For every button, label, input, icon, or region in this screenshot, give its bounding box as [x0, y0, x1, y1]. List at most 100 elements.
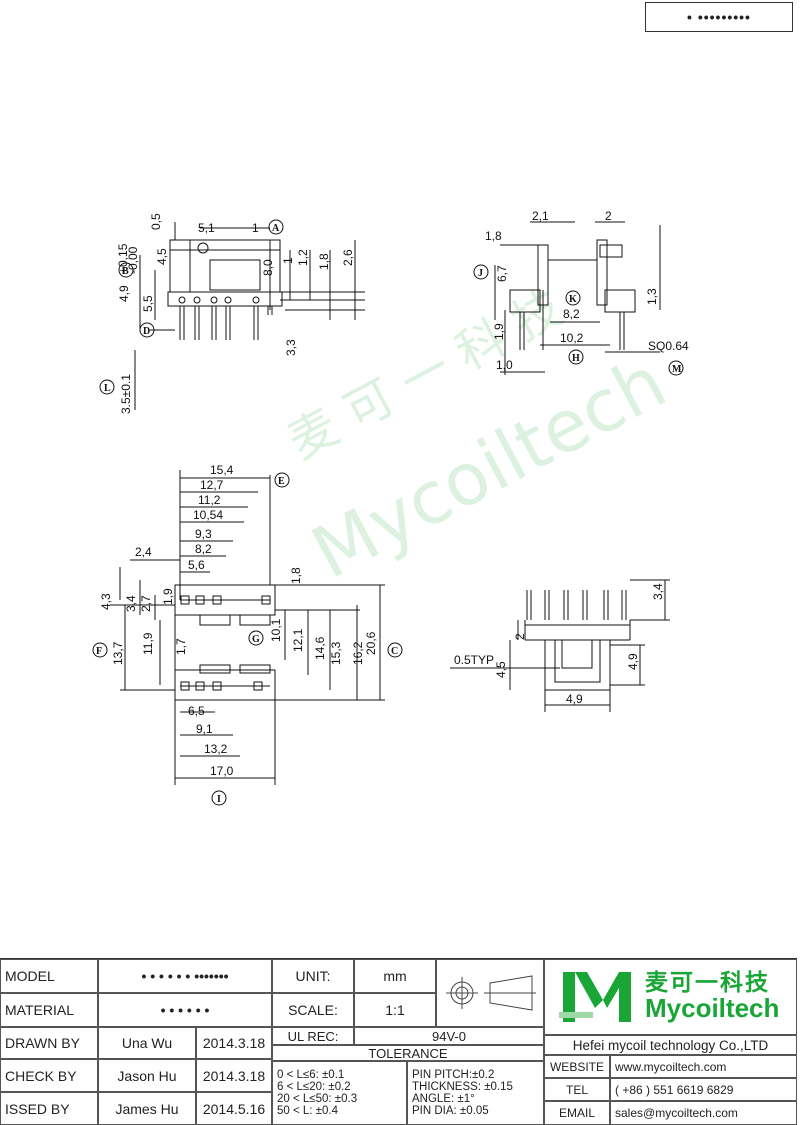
dim-text: 10,2	[560, 331, 584, 345]
dim-text: 0.5TYP	[454, 653, 494, 667]
front-view	[134, 222, 365, 410]
dim-text: 4,5	[155, 248, 169, 265]
ref-circle-a	[268, 219, 284, 235]
model-label: MODEL	[0, 959, 98, 993]
dim-text: 10,54	[193, 508, 223, 522]
dim-text: 3,4	[124, 595, 138, 612]
ref-letter: C	[391, 646, 398, 657]
tolerance-line: PIN DIA: ±0.05	[412, 1105, 489, 1117]
dim-text: 14,6	[313, 636, 327, 660]
tolerance-line: THICKNESS: ±0.15	[412, 1081, 513, 1093]
dim-text: SQ0.64	[648, 339, 689, 353]
material-value: • • • • • •	[98, 993, 272, 1027]
tolerance-line: 0 < L≤6: ±0.1	[277, 1069, 345, 1081]
ref-circle-l	[99, 379, 115, 395]
dim-text: 1,0	[496, 358, 513, 372]
ref-letter: K	[569, 294, 577, 305]
ref-circle-d	[139, 322, 155, 338]
tolerance-header: TOLERANCE	[272, 1045, 544, 1061]
watermark-en: Mycoiltech	[299, 340, 679, 595]
tolerance-line: 20 < L≤50: ±0.3	[277, 1093, 358, 1105]
unit-label: UNIT:	[272, 959, 354, 993]
ref-letter: L	[104, 383, 111, 394]
drawn-by-name: Una Wu	[98, 1027, 196, 1059]
ref-letter: E	[278, 476, 285, 487]
tolerance-line: ANGLE: ±1°	[412, 1093, 475, 1105]
ref-circle-e	[274, 472, 290, 488]
issued-by-name: James Hu	[98, 1092, 196, 1125]
model-value: • • • • • • •••••••	[98, 959, 272, 993]
company-full-name: Hefei mycoil technology Co.,LTD	[544, 1035, 797, 1055]
dim-text: 13,7	[111, 641, 125, 665]
tel-value: ( +86 ) 551 6619 6829	[610, 1078, 797, 1101]
dim-text: 1,8	[289, 567, 303, 584]
check-by-name: Jason Hu	[98, 1059, 196, 1092]
dim-text: 2,7	[139, 595, 153, 612]
ref-circle-j	[473, 264, 489, 280]
ref-circle-h	[568, 349, 584, 365]
ref-letter: A	[272, 223, 280, 234]
ref-circle-i	[211, 790, 227, 806]
email-label: EMAIL	[544, 1101, 610, 1125]
dim-text: 5,5	[141, 295, 155, 312]
dim-text: 16,2	[351, 641, 365, 665]
ref-letter: J	[478, 268, 483, 279]
dim-text: 4,9	[117, 285, 131, 302]
reference-labels	[92, 219, 684, 806]
dim-text: 9,3	[195, 527, 212, 541]
issued-by-label: ISSED BY	[0, 1092, 98, 1125]
scale-label: SCALE:	[272, 993, 354, 1027]
dim-text: 2,4	[135, 545, 152, 559]
detail-view-dims: 3,4 2 4,9 4,9 0.5TYP 4,5	[454, 583, 665, 706]
drawn-by-label: DRAWN BY	[0, 1027, 98, 1059]
dim-text: 1,7	[174, 638, 188, 655]
front-view-dims: 0,5 5,1 1 8,0 1 1,2 1,8 2,6 4,9 +0,15 -0…	[116, 213, 355, 414]
dim-text: 8,0	[261, 259, 275, 276]
ref-letter: D	[143, 326, 150, 337]
ref-letter: G	[252, 634, 260, 645]
title-block: MODEL • • • • • • ••••••• MATERIAL • • •…	[0, 958, 797, 1125]
detail-view	[450, 579, 670, 712]
company-name-group: 麦可一科技 Mycoiltech	[645, 971, 779, 1022]
dim-text: 1	[252, 221, 259, 235]
company-name-en: Mycoiltech	[645, 993, 780, 1024]
ref-circle-c	[387, 642, 403, 658]
technical-drawing: 麦 可 一 科 技 Mycoiltech	[92, 209, 689, 806]
ref-circle-k	[565, 290, 581, 306]
projection-symbol	[436, 959, 544, 1027]
dim-text: 2	[605, 209, 612, 223]
projection-icon	[446, 975, 536, 1011]
dim-text: 8,2	[195, 542, 212, 556]
drawn-by-date: 2014.3.18	[196, 1027, 272, 1059]
tolerance-other: PIN PITCH:±0.2 THICKNESS: ±0.15 ANGLE: ±…	[407, 1061, 544, 1125]
dim-text: 0,5	[149, 213, 163, 230]
dim-text: 8,2	[563, 307, 580, 321]
email-value[interactable]: sales@mycoiltech.com	[610, 1101, 797, 1125]
dim-text: 13,2	[204, 742, 228, 756]
dim-text: 1,2	[296, 249, 310, 266]
scale-value: 1:1	[354, 993, 436, 1027]
dim-text: 20,6	[364, 631, 378, 655]
website-value[interactable]: www.mycoiltech.com	[610, 1055, 797, 1078]
dim-text: 2,6	[341, 249, 355, 266]
dim-text: 4,5	[494, 661, 508, 678]
ref-letter: H	[572, 353, 580, 364]
tolerance-line: 50 < L: ±0.4	[277, 1105, 338, 1117]
ul-rec-value: 94V-0	[354, 1027, 544, 1045]
dim-text: 6,5	[188, 704, 205, 718]
dim-text: 15,4	[210, 463, 234, 477]
ref-letter: B	[122, 266, 129, 277]
tolerance-line: PIN PITCH:±0.2	[412, 1069, 495, 1081]
dim-text: 3,4	[651, 583, 665, 600]
side-view	[494, 221, 661, 375]
dim-text: 4,9	[566, 692, 583, 706]
ref-circle-g	[248, 630, 264, 646]
dim-text: 2,1	[532, 209, 549, 223]
tolerance-other-lines: PIN PITCH:±0.2 THICKNESS: ±0.15 ANGLE: ±…	[408, 1066, 517, 1120]
dim-text: 1,8	[485, 229, 502, 243]
dim-text: 5,1	[198, 221, 215, 235]
bottom-view-dims: 15,4 12,7 11,2 10,54 9,3 8,2 2,4 5,6 1,8…	[99, 463, 378, 778]
dim-text: 17,0	[210, 764, 234, 778]
ref-letter: I	[217, 794, 221, 805]
company-name-cn: 麦可一科技	[645, 970, 770, 997]
